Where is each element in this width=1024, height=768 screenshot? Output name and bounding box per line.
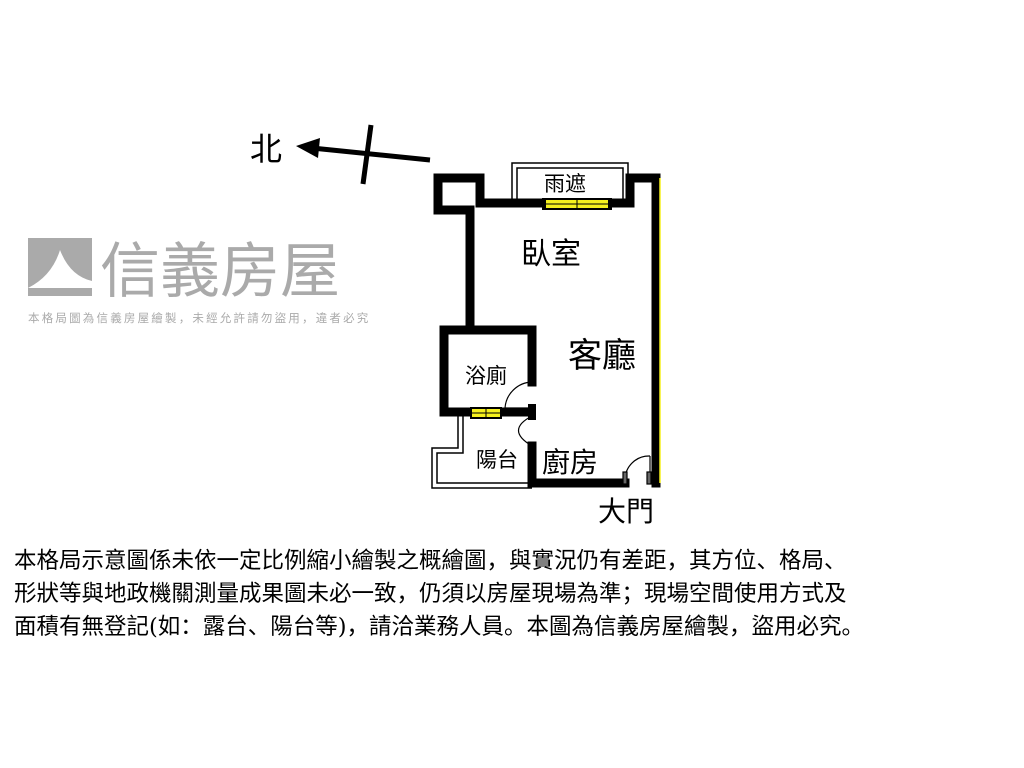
window-bathroom bbox=[470, 407, 502, 419]
label-canopy: 雨遮 bbox=[544, 172, 586, 196]
disclaimer: 本格局示意圖係未依一定比例縮小繪製之概繪圖，與實況仍有差距，其方位、格局、 形狀… bbox=[14, 545, 1014, 644]
watermark-notice: 本格局圖為信義房屋繪製，未經允許請勿盜用，違者必究 bbox=[28, 311, 371, 325]
label-bedroom: 臥室 bbox=[521, 237, 581, 272]
label-living-room: 客廳 bbox=[568, 336, 636, 376]
window-canopy bbox=[542, 198, 612, 210]
label-main-door: 大門 bbox=[598, 495, 654, 528]
door-bathroom-icon bbox=[504, 381, 533, 409]
label-kitchen: 廚房 bbox=[542, 446, 598, 479]
walls bbox=[433, 173, 661, 488]
sinyi-logo-icon bbox=[28, 238, 92, 296]
disclaimer-line: 形狀等與地政機關測量成果圖未必一致，仍須以房屋現場為準；現場空間使用方式及 bbox=[14, 581, 847, 607]
north-label: 北 bbox=[250, 130, 282, 168]
disclaimer-line: 本格局示意圖係未依一定比例縮小繪製之概繪圖，與實況仍有差距，其方位、格局、 bbox=[14, 548, 847, 574]
label-bathroom: 浴廁 bbox=[465, 364, 507, 388]
label-balcony: 陽台 bbox=[476, 448, 518, 472]
door-main-icon bbox=[622, 455, 652, 485]
watermark-brand: 信義房屋 bbox=[100, 237, 340, 307]
disclaimer-line: 面積有無登記(如：露台、陽台等)，請洽業務人員。本圖為信義房屋繪製，盜用必究。 bbox=[14, 614, 865, 640]
balcony-outline bbox=[431, 412, 532, 489]
north-arrow-icon bbox=[296, 124, 431, 185]
